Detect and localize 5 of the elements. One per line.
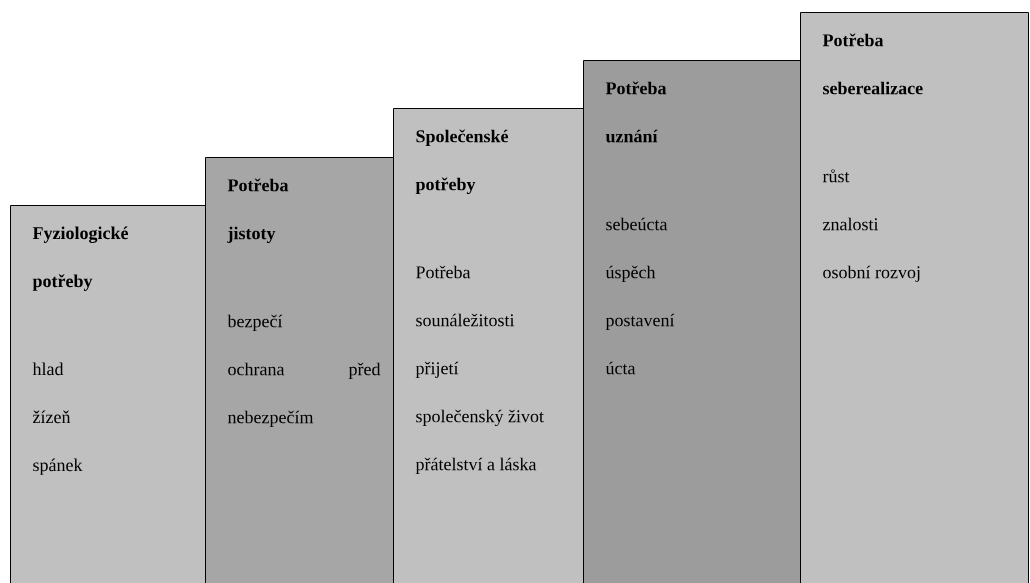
- step-column: Fyziologické potřeby hlad žízeň spánek: [10, 205, 206, 583]
- step-column: Potřeba jistoty bezpečí ochrana před nebezpečím: [205, 157, 394, 583]
- step-column: Potřeba uznání sebeúcta úspěch postavení úcta: [583, 60, 801, 583]
- step-column: Společenské potřeby Potřeba sounáležitosti přijetí společenský život přátelství a láska: [393, 108, 584, 583]
- step-column: Potřeba seberealizace růst znalosti osobní rozvoj: [800, 12, 1029, 583]
